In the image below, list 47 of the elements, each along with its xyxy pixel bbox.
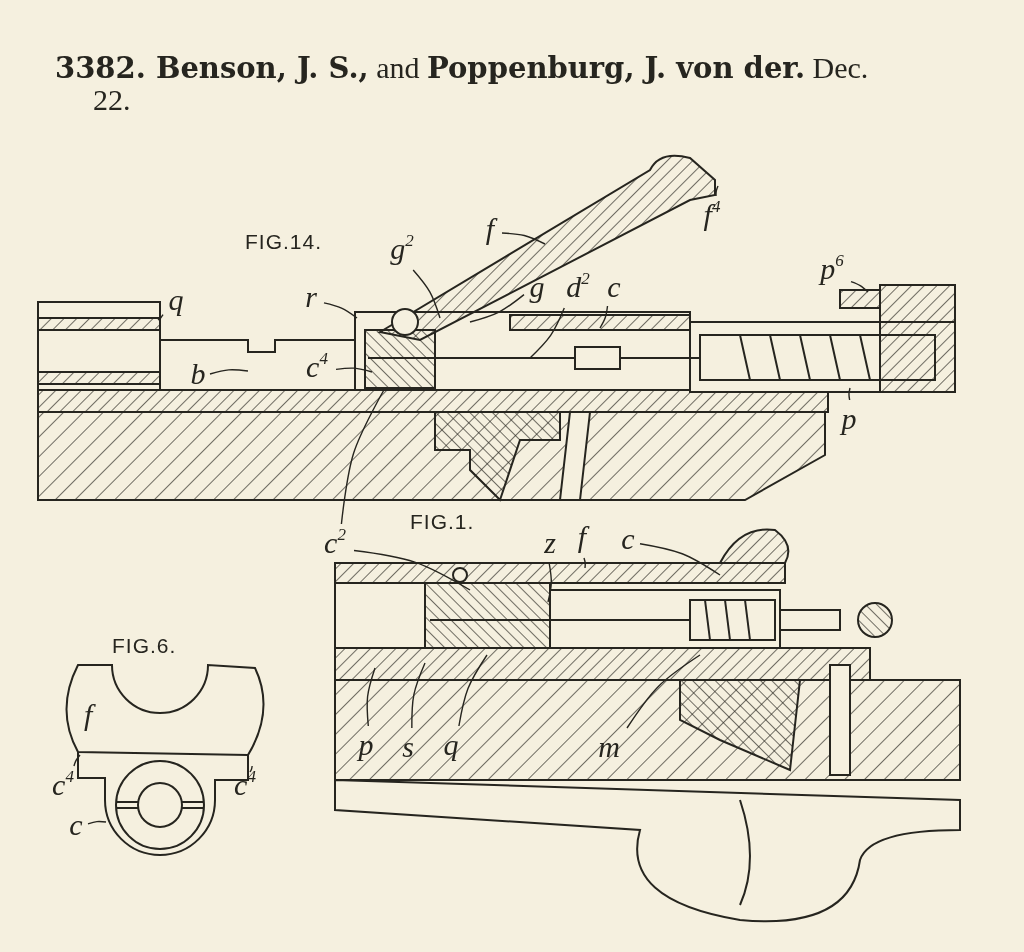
leader-line	[87, 820, 107, 825]
leader-line	[639, 543, 721, 576]
reference-letter: f$^{4}$	[695, 198, 729, 234]
leader-line	[848, 387, 851, 401]
reference-letter: c	[66, 808, 86, 842]
leader-line	[73, 754, 81, 767]
leader-line	[850, 280, 869, 293]
reference-letter: r	[300, 280, 322, 314]
leader-line	[501, 232, 546, 245]
leader-line	[715, 185, 719, 197]
patent-heading: 3382. Benson, J. S., and Poppenburg, J. von der. Dec. 22.	[55, 52, 870, 116]
reference-letter: c$^{2}$	[318, 526, 352, 562]
leader-line	[323, 302, 358, 319]
figure-label: FIG.14.	[245, 230, 323, 254]
leader-line	[366, 667, 376, 727]
reference-letter: g	[526, 270, 548, 306]
reference-letter: g$^{2}$	[385, 232, 419, 268]
reference-letter: c	[604, 270, 624, 304]
reference-letter: p$^{6}$	[815, 252, 849, 288]
leader-line	[547, 563, 553, 603]
reference-letter: f	[480, 212, 500, 248]
reference-letter: z	[540, 526, 560, 562]
figure-label: FIG.1.	[410, 510, 475, 534]
reference-letter: d$^{2}$	[560, 270, 596, 306]
leader-line	[583, 557, 586, 569]
figure-label: FIG.6.	[112, 634, 177, 658]
leader-line	[458, 654, 488, 727]
leader-line	[529, 307, 565, 359]
leader-line	[599, 305, 609, 329]
reference-letter: q	[165, 283, 187, 319]
leader-line	[412, 269, 441, 319]
reference-letter: s	[398, 730, 418, 764]
leader-line	[249, 765, 253, 773]
leader-line	[335, 367, 373, 373]
reference-letter: b	[188, 357, 208, 393]
leader-line	[353, 549, 471, 591]
leader-line	[469, 293, 525, 323]
reference-letter: c	[618, 522, 638, 556]
reference-letter: q	[440, 728, 462, 764]
leader-line	[411, 662, 426, 729]
leader-line	[157, 314, 164, 321]
leader-line	[209, 369, 249, 375]
reference-letter: f	[572, 520, 592, 556]
reference-letter: c$^{4}$	[46, 768, 80, 804]
reference-letter: p	[838, 402, 860, 438]
reference-letter: p	[355, 728, 377, 764]
reference-letter: c$^{4}$	[300, 350, 334, 386]
